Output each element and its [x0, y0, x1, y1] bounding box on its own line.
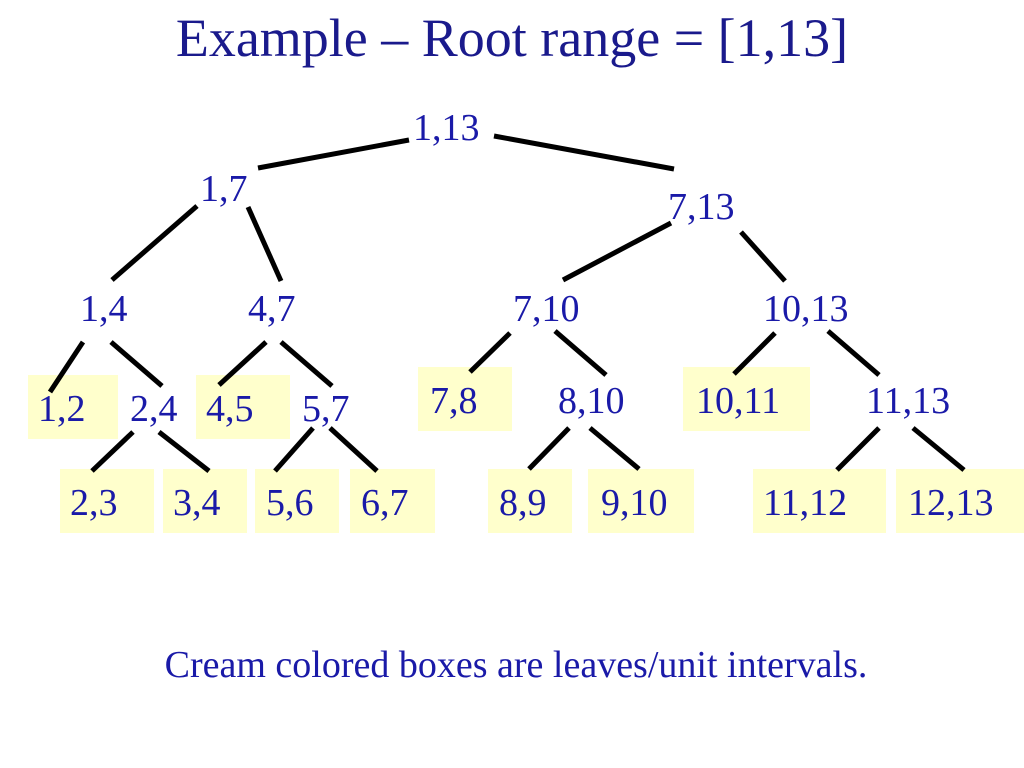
node-11-13: 11,13: [866, 380, 951, 422]
edge-2-4-to-2-3: [90, 430, 135, 473]
node-5-6: 5,6: [266, 482, 314, 524]
node-8-10: 8,10: [558, 380, 625, 422]
edge-7-10-to-7-8: [468, 331, 512, 374]
node-8-9: 8,9: [499, 482, 547, 524]
edge-11-13-to-12-13: [911, 426, 966, 472]
leaf-box-9-10: [588, 469, 694, 533]
edge-1-7-to-1-4: [110, 204, 199, 282]
edge-10-13-to-11-13: [826, 329, 881, 377]
node-1-2: 1,2: [38, 388, 86, 430]
node-4-5: 4,5: [206, 388, 254, 430]
node-12-13: 12,13: [908, 482, 994, 524]
edge-1-4-to-1-2: [47, 340, 86, 394]
edge-7-13-to-7-10: [561, 220, 673, 283]
slide-title: Example – Root range = [1,13]: [175, 8, 849, 68]
node-7-10: 7,10: [513, 288, 580, 330]
edge-10-13-to-10-11: [732, 331, 777, 376]
edge-1-13-to-1-7: [257, 137, 410, 171]
node-10-11: 10,11: [696, 380, 781, 422]
edge-8-10-to-8-9: [527, 426, 571, 471]
edge-11-13-to-11-12: [835, 426, 881, 472]
node-2-4: 2,4: [130, 388, 178, 430]
node-3-4: 3,4: [173, 482, 221, 524]
edge-4-7-to-4-5: [217, 340, 268, 387]
edge-1-7-to-4-7: [245, 205, 284, 283]
leaf-box-12-13: [896, 469, 1024, 533]
edge-5-7-to-5-6: [273, 426, 315, 473]
node-5-7: 5,7: [302, 388, 350, 430]
node-4-7: 4,7: [248, 288, 296, 330]
leaf-box-4-5: [196, 375, 290, 439]
edge-1-13-to-7-13: [493, 133, 675, 172]
leaf-box-10-11: [683, 367, 810, 431]
leaf-box-7-8: [418, 367, 512, 431]
leaf-box-3-4: [163, 469, 247, 533]
edge-8-10-to-9-10: [588, 426, 641, 471]
node-2-3: 2,3: [70, 482, 118, 524]
edge-4-7-to-5-7: [279, 340, 334, 388]
edge-2-4-to-3-4: [157, 430, 211, 473]
node-7-13: 7,13: [668, 186, 735, 228]
edge-5-7-to-6-7: [328, 426, 379, 473]
leaf-box-8-9: [488, 469, 572, 533]
leaf-box-5-6: [255, 469, 339, 533]
node-9-10: 9,10: [601, 482, 668, 524]
leaf-box-2-3: [60, 469, 154, 533]
leaf-box-6-7: [350, 469, 435, 533]
node-1-13: 1,13: [413, 107, 480, 149]
edge-7-10-to-8-10: [553, 329, 608, 377]
node-7-8: 7,8: [430, 380, 478, 422]
edge-1-4-to-2-4: [109, 340, 164, 388]
node-10-13: 10,13: [763, 288, 849, 330]
node-11-12: 11,12: [763, 482, 848, 524]
caption: Cream colored boxes are leaves/unit inte…: [164, 644, 868, 686]
node-6-7: 6,7: [361, 482, 409, 524]
node-1-4: 1,4: [80, 288, 128, 330]
leaf-box-11-12: [753, 469, 886, 533]
edge-7-13-to-10-13: [739, 230, 787, 283]
node-1-7: 1,7: [200, 168, 248, 210]
leaf-box-1-2: [28, 375, 118, 439]
